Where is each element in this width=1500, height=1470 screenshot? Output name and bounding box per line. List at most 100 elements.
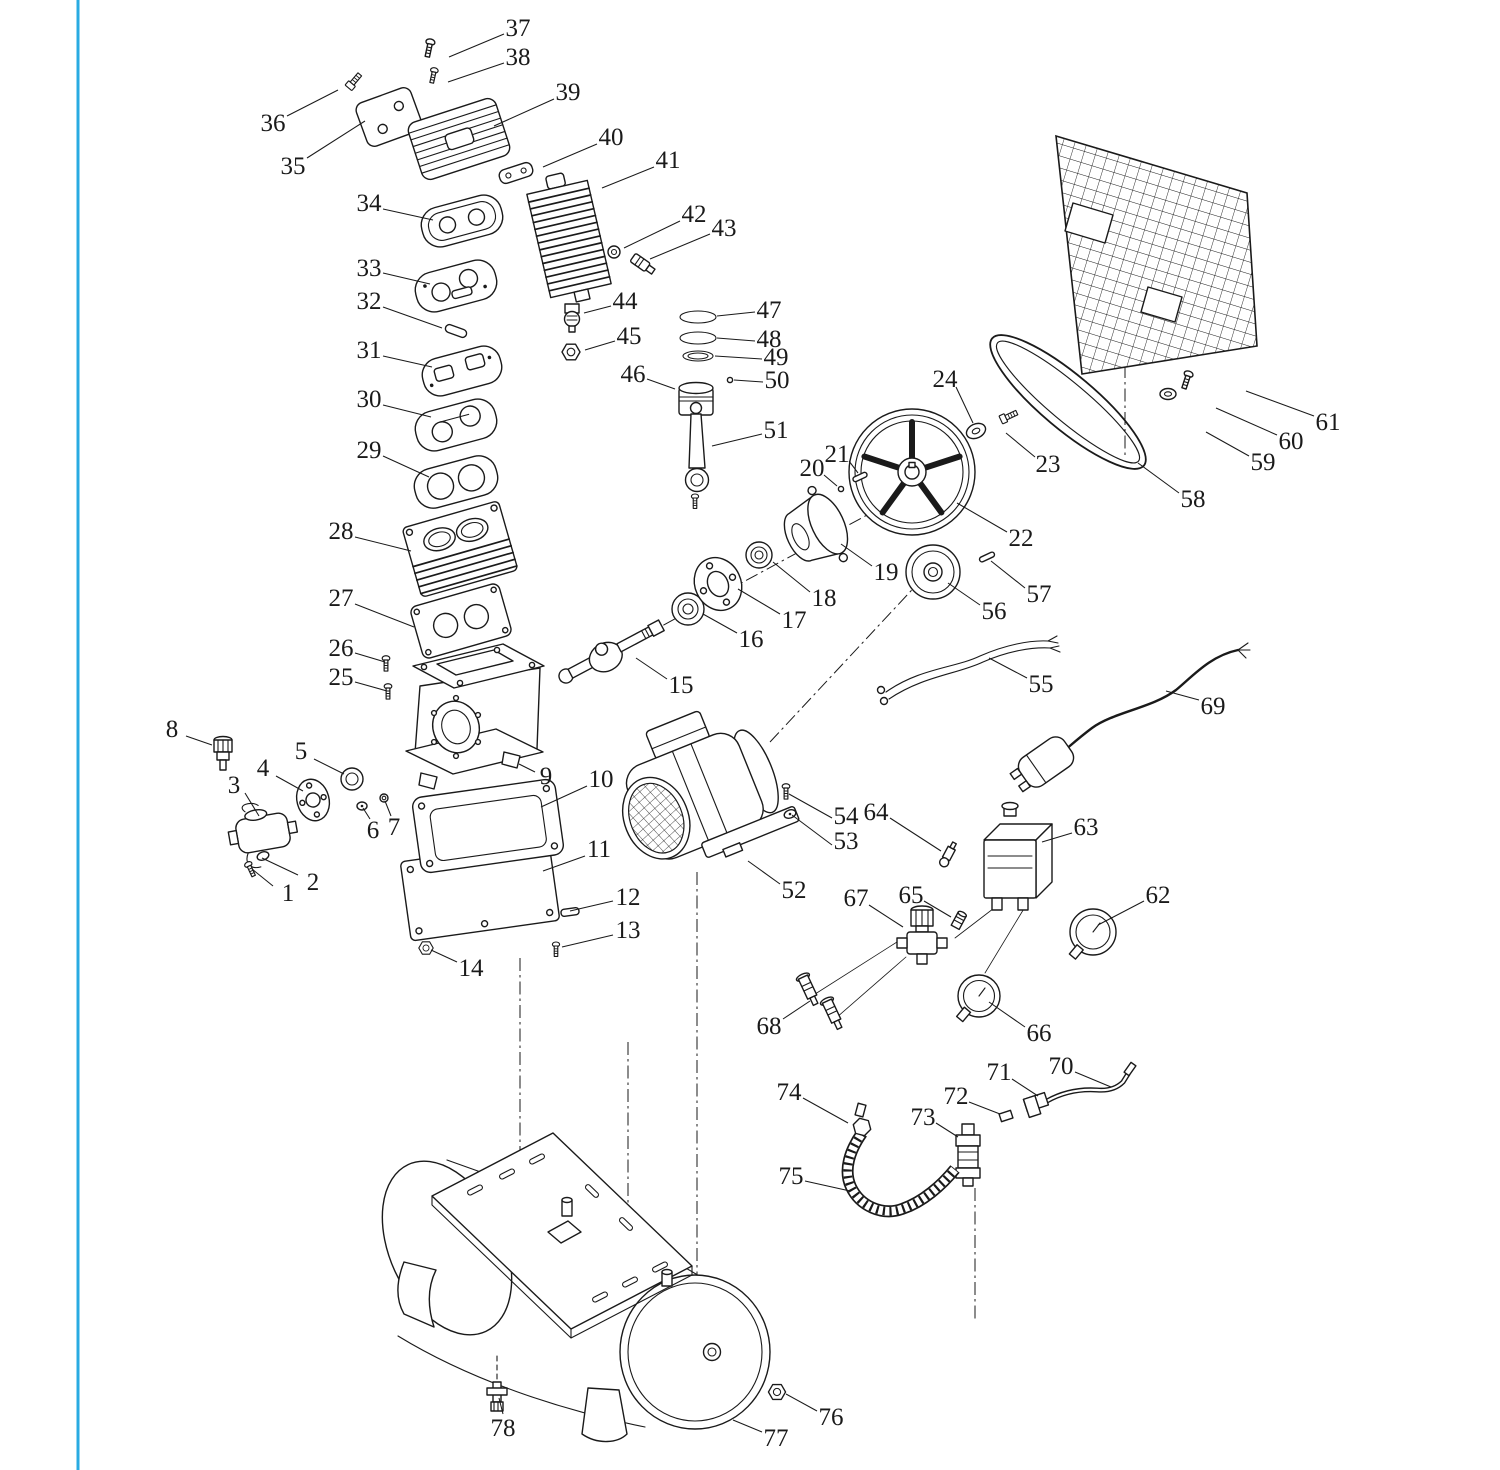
leader-line-7: [384, 800, 392, 817]
part-number-61: 61: [1316, 409, 1341, 436]
part-number-42: 42: [682, 201, 707, 228]
part-36-bolt: [344, 70, 364, 92]
part-number-68: 68: [757, 1013, 782, 1040]
part-number-59: 59: [1251, 449, 1276, 476]
part-9-crankcase: [405, 643, 545, 790]
part-26-screw: [381, 655, 391, 672]
platform-slots: [467, 1153, 668, 1303]
part-61-belt-guard: [1055, 134, 1258, 375]
part-number-76: 76: [819, 1404, 844, 1431]
part-35-intake-muffler: [355, 87, 423, 147]
part-number-50: 50: [765, 367, 790, 394]
part-23-bolt: [998, 408, 1020, 425]
leader-line-32: [382, 306, 443, 329]
part-25-screw: [383, 683, 393, 700]
part-20-ball: [837, 485, 845, 493]
leader-line-74: [802, 1097, 849, 1124]
part-number-48: 48: [757, 326, 782, 353]
part-76-plug: [767, 1383, 787, 1401]
leader-line-70: [1074, 1071, 1112, 1088]
part-number-45: 45: [617, 323, 642, 350]
part-number-58: 58: [1181, 486, 1206, 513]
part-number-71: 71: [987, 1059, 1012, 1086]
part-65-fitting: [950, 910, 968, 931]
leader-line-54: [788, 793, 833, 819]
part-number-40: 40: [599, 124, 624, 151]
leader-line-53: [791, 814, 833, 846]
leader-line-77: [732, 1419, 763, 1433]
part-number-32: 32: [357, 288, 382, 315]
leader-line-73: [935, 1122, 959, 1138]
part-number-56: 56: [982, 598, 1007, 625]
part-number-19: 19: [874, 559, 899, 586]
center-lines: [519, 365, 1126, 1322]
part-69-power-cord: [1009, 642, 1251, 793]
part-4-flange: [295, 778, 331, 822]
part-56-pulley: [905, 544, 961, 600]
part-10-gasket: [412, 778, 564, 874]
leader-line-10: [540, 785, 588, 808]
assembly-lines: [811, 901, 1029, 1019]
part-13-screw: [551, 941, 561, 957]
part-number-52: 52: [782, 877, 807, 904]
leader-line-51: [711, 433, 763, 447]
leader-line-44: [583, 305, 612, 314]
part-30-valve-plate: [414, 398, 498, 452]
leader-line-71: [1011, 1078, 1039, 1097]
part-70-outlet-pipe: [1044, 1061, 1137, 1104]
leader-line-18: [772, 561, 811, 593]
part-41-finned-cooler: [526, 172, 612, 303]
part-66-pressure-gauge: [955, 974, 1001, 1023]
leader-line-26: [354, 652, 386, 663]
part-number-77: 77: [764, 1425, 789, 1452]
leader-line-38: [447, 62, 505, 83]
part-number-21: 21: [825, 441, 850, 468]
part-68-coupler: [795, 972, 819, 1007]
part-number-55: 55: [1029, 671, 1054, 698]
part-number-41: 41: [656, 147, 681, 174]
part-33-valve-plate: [414, 259, 498, 313]
part-7-washer: [379, 793, 389, 803]
leader-line-61: [1245, 390, 1315, 417]
leader-line-43: [649, 233, 711, 260]
leader-line-67: [868, 904, 904, 928]
part-number-24: 24: [933, 366, 959, 393]
part-number-53: 53: [834, 828, 859, 855]
part-number-17: 17: [782, 607, 807, 634]
part-number-67: 67: [844, 885, 869, 912]
part-22-flywheel: [848, 408, 976, 536]
part-32-pin: [444, 323, 468, 339]
part-number-31: 31: [357, 337, 382, 364]
part-21-key: [852, 471, 868, 483]
part-number-65: 65: [899, 882, 924, 909]
part-46-piston: [678, 381, 714, 416]
part-40-clamp-plate: [498, 161, 534, 185]
part-number-34: 34: [357, 190, 383, 217]
part-number-70: 70: [1049, 1053, 1074, 1080]
part-number-47: 47: [757, 297, 782, 324]
part-6-washer: [356, 801, 368, 811]
part-8-filter: [213, 735, 233, 771]
part-14-nut: [418, 941, 434, 955]
leader-line-59: [1205, 431, 1250, 457]
part-12-reed: [560, 906, 580, 918]
leader-line-1: [251, 868, 274, 887]
part-number-44: 44: [613, 288, 639, 315]
leader-line-19: [840, 543, 873, 567]
part-number-37: 37: [506, 15, 531, 42]
leader-line-37: [448, 33, 505, 58]
part-number-12: 12: [616, 884, 641, 911]
part-60-guard-washer: [1159, 387, 1177, 401]
leader-line-64: [889, 817, 942, 852]
part-number-6: 6: [367, 817, 380, 844]
part-43-plug: [630, 253, 656, 275]
part-number-30: 30: [357, 386, 382, 413]
part-number-38: 38: [506, 44, 531, 71]
part-77-tank: [381, 1132, 771, 1443]
part-number-72: 72: [944, 1083, 969, 1110]
part-50-circlip: [726, 376, 734, 384]
leader-line-65: [923, 900, 952, 918]
part-2-washer: [256, 851, 270, 861]
